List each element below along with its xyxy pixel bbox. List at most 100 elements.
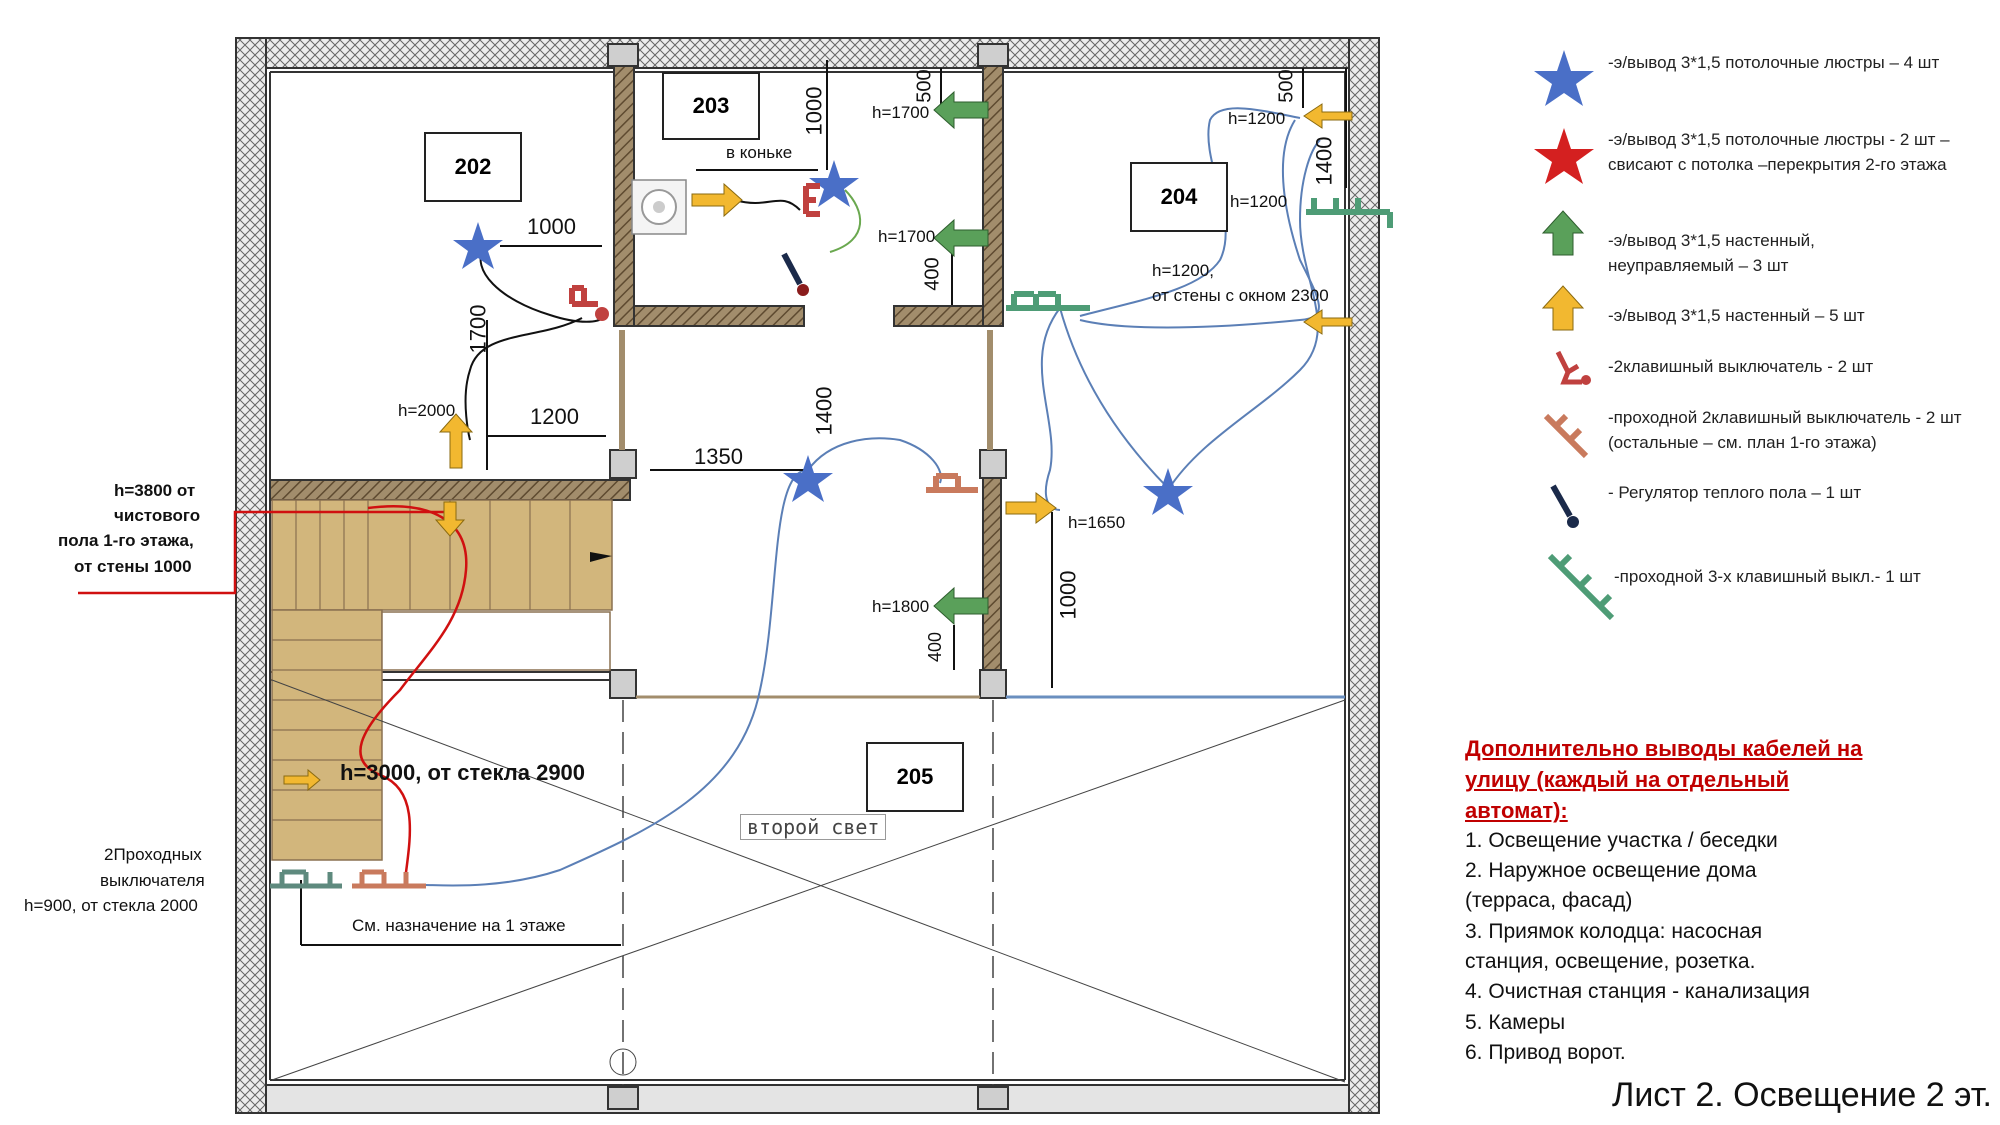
yellow-arrow-icon (1005, 492, 1057, 524)
outdoor-item: 5. Камеры (1465, 1011, 1566, 1034)
ceiling-lights (453, 160, 1193, 515)
dim-400-vertical: 400 (925, 631, 946, 663)
pass-triple-switch-icon (1306, 198, 1393, 228)
yellow-arrow-icon (438, 413, 474, 469)
green-arrow-icon (933, 90, 989, 130)
outer-walls (235, 37, 1380, 1114)
legend-pass-triple-switch: -проходной 3-х клавишный выкл.- 1 шт (1614, 567, 1921, 586)
room-number: 204 (1160, 184, 1198, 209)
yellow-arrow-icon (1303, 309, 1353, 335)
stair-height-note-2: чистового (114, 506, 201, 525)
pass-triple-switch-icon (1547, 553, 1615, 621)
room-202-label: 202 (424, 132, 522, 202)
second-light-label: второй свет (740, 814, 887, 840)
switches (270, 183, 1393, 889)
outdoor-item: 6. Привод ворот. (1465, 1041, 1626, 1064)
yellow-arrow-icon (691, 182, 743, 218)
height-window-offset: от стены с окном 2300 (1152, 286, 1329, 305)
dim-500-vertical: 500 (1275, 69, 1298, 103)
blue-star-icon (1534, 50, 1594, 106)
height-h1800: h=1800 (872, 597, 930, 616)
pass-switch-note-3: h=900, от стекла 2000 (24, 896, 198, 915)
legend-pass-double-switch: -проходной 2клавишный выключатель - 2 шт… (1608, 408, 1962, 452)
room-number: 202 (454, 154, 492, 179)
dim-1350: 1350 (694, 444, 743, 469)
floor-heating-regulator-icon (1550, 484, 1579, 528)
power-feed-line (78, 505, 468, 881)
dim-1000-vertical: 1000 (801, 86, 827, 136)
room-number: 203 (692, 93, 730, 118)
dim-1400-vertical: 1400 (811, 386, 837, 436)
see-first-floor-note: См. назначение на 1 этаже (352, 916, 566, 935)
legend-floor-heating: - Регулятор теплого пола – 1 шт (1608, 483, 1862, 502)
outdoor-item: станция, освещение, розетка. (1465, 950, 1756, 973)
yellow-arrow-icon (1541, 285, 1585, 331)
blue-star-icon (783, 455, 833, 502)
sheet-title: Лист 2. Освещение 2 эт. (1612, 1076, 1992, 1114)
blue-star-icon (809, 160, 859, 207)
green-arrow-icon (933, 586, 989, 626)
pass-switch-note-2: выключателя (100, 871, 205, 890)
ventilation-fan-icon (631, 179, 687, 235)
wall-outlets (283, 90, 1353, 792)
height-h1700: h=1700 (872, 103, 930, 122)
room-204-label: 204 (1130, 162, 1228, 232)
pass-double-switch-icon (926, 473, 978, 493)
yellow-arrow-icon (1303, 103, 1353, 129)
second-light-void (271, 679, 1346, 1085)
outdoor-item: 1. Освещение участка / беседки (1465, 829, 1778, 852)
double-switch-icon (803, 183, 820, 217)
outdoor-outlets-heading: Дополнительно выводы кабелей на улицу (к… (1465, 733, 1895, 826)
dim-1000-vertical: 1000 (1055, 570, 1081, 620)
staircase (271, 499, 613, 861)
room-number: 205 (896, 764, 934, 789)
dim-1400-vertical: 1400 (1311, 136, 1337, 186)
pass-double-switch-icon (270, 869, 342, 889)
floor-heating-regulator-icon (781, 252, 809, 296)
room-205-label: 205 (866, 742, 964, 812)
outdoor-item: 4. Очистная станция - канализация (1465, 980, 1810, 1003)
legend-double-switch: -2клавишный выключатель - 2 шт (1608, 357, 1874, 376)
outdoor-heading-line: автомат): (1465, 798, 1568, 823)
outdoor-item: (терраса, фасад) (1465, 889, 1633, 912)
green-arrow-icon (933, 218, 989, 258)
outdoor-heading-line: Дополнительно выводы кабелей на (1465, 736, 1863, 761)
height-h1200: h=1200 (1228, 109, 1286, 128)
pass-triple-switch-icon (1006, 291, 1090, 311)
double-switch-icon (1555, 350, 1591, 385)
stair-height-note-4: от стены 1000 (74, 557, 192, 576)
legend-blue-star: -э/вывод 3*1,5 потолочные люстры – 4 шт (1608, 53, 1940, 72)
height-h1200: h=1200 (1230, 192, 1288, 211)
legend-icons (1534, 50, 1615, 621)
red-star-icon (1534, 128, 1594, 184)
outdoor-item: 3. Приямок колодца: насосная (1465, 920, 1763, 943)
legend-yellow-arrow: -э/вывод 3*1,5 настенный – 5 шт (1608, 306, 1865, 325)
height-h1650: h=1650 (1068, 513, 1126, 532)
blue-star-icon (1143, 468, 1193, 515)
height-h2000: h=2000 (398, 401, 456, 420)
yellow-arrow-icon (434, 501, 466, 537)
dim-1700-vertical: 1700 (465, 304, 491, 354)
outdoor-heading-line: улицу (каждый на отдельный (1465, 767, 1790, 792)
blue-star-icon (453, 222, 503, 269)
ridge-note: в коньке (726, 143, 793, 162)
stair-height-note-3: пола 1-го этажа, (58, 531, 194, 550)
dim-1200: 1200 (530, 404, 579, 429)
interior-walls (269, 65, 1345, 699)
stair-height-note-1: h=3800 от (114, 481, 196, 500)
pass-switch-note-1: 2Проходных (104, 845, 202, 864)
legend-green-arrow: -э/вывод 3*1,5 настенный, неуправляемый … (1608, 231, 1815, 275)
height-h1200-window: h=1200, (1152, 261, 1214, 280)
double-switch-icon (569, 285, 609, 321)
dim-400-vertical: 400 (921, 257, 944, 291)
height-h1700: h=1700 (878, 227, 936, 246)
green-arrow-icon (1541, 210, 1585, 256)
dim-500-vertical: 500 (913, 69, 936, 103)
pass-double-switch-icon (1543, 413, 1589, 459)
yellow-arrow-icon (283, 768, 321, 792)
outdoor-item: 2. Наружное освещение дома (1465, 859, 1757, 882)
pass-double-switch-icon (352, 869, 426, 889)
room-203-label: 203 (662, 72, 760, 140)
stair-light-note: h=3000, от стекла 2900 (340, 760, 586, 785)
